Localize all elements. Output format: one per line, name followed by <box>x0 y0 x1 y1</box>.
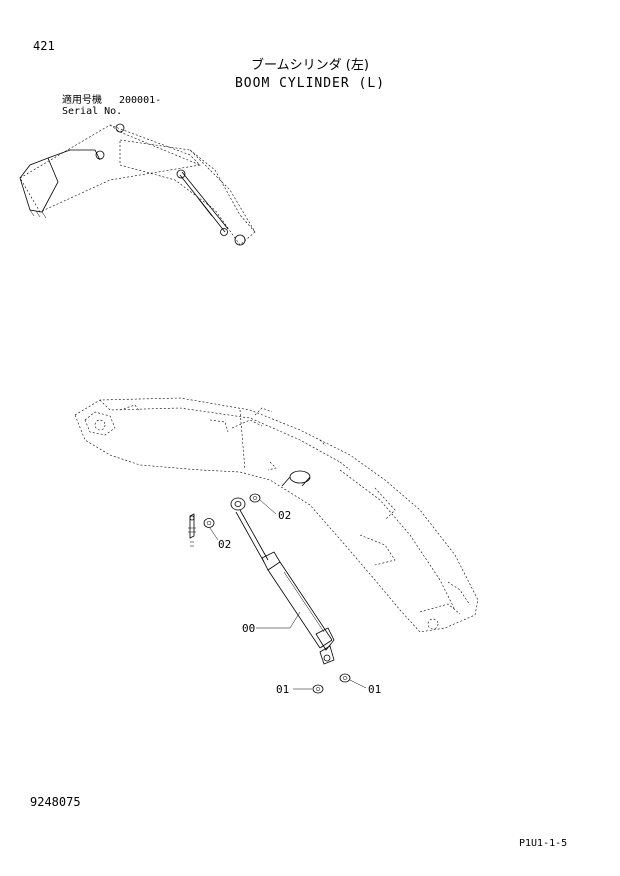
callout-01-right: 01 <box>368 683 382 696</box>
callout-leaders <box>209 499 367 690</box>
parts-bushings <box>188 493 351 694</box>
serial-value: 200001- <box>119 95 162 106</box>
callout-02-right: 02 <box>278 509 292 522</box>
boom-cylinder <box>230 497 335 665</box>
document-number: 9248075 <box>30 795 81 809</box>
callout-02-left: 02 <box>218 538 232 551</box>
boom-outline <box>74 397 479 633</box>
serial-label-english: Serial No. <box>62 106 123 117</box>
page-code: P1U1-1-5 <box>519 838 568 849</box>
callout-00: 00 <box>242 622 256 635</box>
serial-label-japanese: 適用号機 <box>62 95 102 106</box>
title-japanese: ブームシリンダ (左) <box>251 58 369 73</box>
page-number: 421 <box>33 39 55 53</box>
callout-01-left: 01 <box>276 683 290 696</box>
title-english: BOOM CYLINDER (L) <box>234 76 386 91</box>
